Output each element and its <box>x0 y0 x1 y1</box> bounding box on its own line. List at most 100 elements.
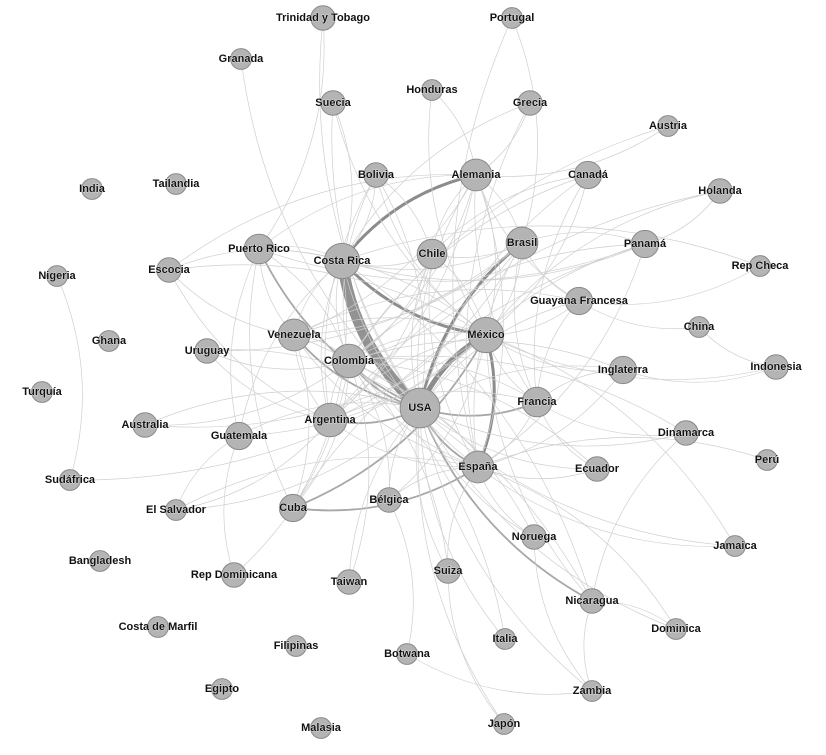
node-label-repdominicana: Rep Dominicana <box>191 569 278 581</box>
node-circle-venezuela <box>277 318 311 352</box>
edge-usa-bolivia <box>375 174 426 409</box>
edge-botwana-zambia <box>406 653 593 695</box>
node-label-suiza: Suiza <box>434 565 464 577</box>
edge-holanda-argentina <box>329 190 721 421</box>
node-alemania: Alemania <box>451 158 502 192</box>
node-label-peru: Perú <box>755 454 779 466</box>
edge-canada-francia <box>533 174 589 403</box>
node-francia: Francia <box>517 386 558 418</box>
node-zambia: Zambia <box>572 680 612 702</box>
node-repcheca: Rep Checa <box>731 255 790 277</box>
edge-nicaragua-zambia <box>583 600 593 692</box>
node-circle-costarica <box>323 242 361 280</box>
node-label-usa: USA <box>408 402 431 414</box>
node-circle-noruega <box>521 524 547 550</box>
node-circle-japon <box>493 713 515 735</box>
edge-dinamarca-nicaragua <box>591 432 687 602</box>
node-costarica: Costa Rica <box>313 242 372 280</box>
node-label-ecuador: Ecuador <box>575 463 620 475</box>
node-circle-honduras <box>421 79 443 101</box>
edge-brasil-portugal <box>511 17 538 244</box>
node-guatemala: Guatemala <box>211 421 268 451</box>
edge-espana-alemania <box>475 174 504 468</box>
node-label-colombia: Colombia <box>324 355 375 367</box>
edge-colombia-puertorico <box>258 248 350 362</box>
node-trinidad: Trinidad y Tobago <box>276 5 371 31</box>
node-circle-repcheca <box>749 255 771 277</box>
node-circle-italia <box>494 628 516 650</box>
node-circle-repdominicana <box>221 562 247 588</box>
node-bangladesh: Bangladesh <box>69 550 132 572</box>
node-label-china: China <box>684 321 715 333</box>
node-suiza: Suiza <box>433 558 464 584</box>
edge-usa-nicaragua <box>419 407 593 602</box>
edge-uruguay-brasil <box>206 242 523 352</box>
edge-granada-usa <box>240 58 421 409</box>
edge-ecuador-colombia <box>348 360 598 470</box>
node-label-filipinas: Filipinas <box>274 640 319 652</box>
node-label-honduras: Honduras <box>406 84 457 96</box>
edge-costarica-argentina <box>320 260 343 421</box>
node-ecuador: Ecuador <box>575 456 620 482</box>
node-taiwan: Taiwan <box>330 569 368 595</box>
node-circle-china <box>688 316 710 338</box>
node-usa: USA <box>399 387 441 429</box>
edge-alemania-costarica <box>340 173 478 263</box>
edge-italia-colombia <box>348 360 506 640</box>
node-peru: Perú <box>754 449 780 471</box>
node-label-turquia: Turquía <box>22 386 62 398</box>
node-circle-indonesia <box>763 354 789 380</box>
node-label-austria: Austria <box>649 120 688 132</box>
edge-australia-colombia <box>144 360 350 426</box>
node-circle-dominica <box>665 618 687 640</box>
edge-sudafrica-mexico <box>69 334 487 481</box>
node-portugal: Portugal <box>489 7 535 29</box>
node-noruega: Noruega <box>511 524 557 550</box>
edge-usa-dinamarca <box>419 407 687 447</box>
node-china: China <box>683 316 715 338</box>
node-circle-suecia <box>320 90 346 116</box>
node-granada: Granada <box>218 48 265 70</box>
node-label-sudafrica: Sudáfrica <box>45 474 96 486</box>
edge-cuba-venezuela <box>292 334 310 509</box>
edge-belgica-colombia <box>348 360 390 501</box>
node-circle-holanda <box>707 178 733 204</box>
nodes-layer: Trinidad y Tobago PortugalGranadaHonduras… <box>22 5 803 739</box>
node-label-canada: Canadá <box>568 169 609 181</box>
edge-dominica-espana <box>477 466 677 630</box>
node-label-inglaterra: Inglaterra <box>598 364 649 376</box>
edge-guayana-repcheca <box>578 265 761 305</box>
node-label-brasil: Brasil <box>507 237 538 249</box>
edge-escocia-venezuela <box>168 269 295 336</box>
node-label-granada: Granada <box>219 53 265 65</box>
edge-grecia-espana <box>465 102 531 468</box>
edge-usa-japon <box>417 407 505 725</box>
node-label-mexico: México <box>467 329 505 341</box>
edge-panama-cuba <box>292 243 646 509</box>
node-circle-canada <box>573 160 603 190</box>
edge-puertorico-cuba <box>249 248 294 509</box>
edge-alemania-escocia <box>168 174 477 271</box>
edge-repdominicana-colombia <box>233 360 350 576</box>
node-circle-chile <box>416 238 448 270</box>
node-circle-grecia <box>517 90 543 116</box>
edge-puertorico-trinidad <box>258 17 325 250</box>
edge-elsalvador-argentina <box>175 419 331 511</box>
edge-costarica-suecia <box>332 102 353 262</box>
node-label-dinamarca: Dinamarca <box>658 427 715 439</box>
node-dominica: Dominica <box>651 618 702 640</box>
node-circle-costademarfil <box>147 616 169 638</box>
edge-trinidad-usa <box>319 17 421 409</box>
node-circle-egipto <box>211 678 233 700</box>
node-puertorico: Puerto Rico <box>228 233 290 265</box>
node-elsalvador: El Salvador <box>146 499 207 521</box>
node-label-chile: Chile <box>419 248 446 260</box>
node-chile: Chile <box>416 238 448 270</box>
node-label-costarica: Costa Rica <box>314 255 372 267</box>
node-guayana: Guayana Francesa <box>530 286 629 316</box>
node-label-puertorico: Puerto Rico <box>228 243 290 255</box>
node-circle-dinamarca <box>673 420 699 446</box>
node-circle-colombia <box>331 343 367 379</box>
edge-cuba-colombia <box>292 360 350 509</box>
edge-elsalvador-usa <box>175 407 421 511</box>
